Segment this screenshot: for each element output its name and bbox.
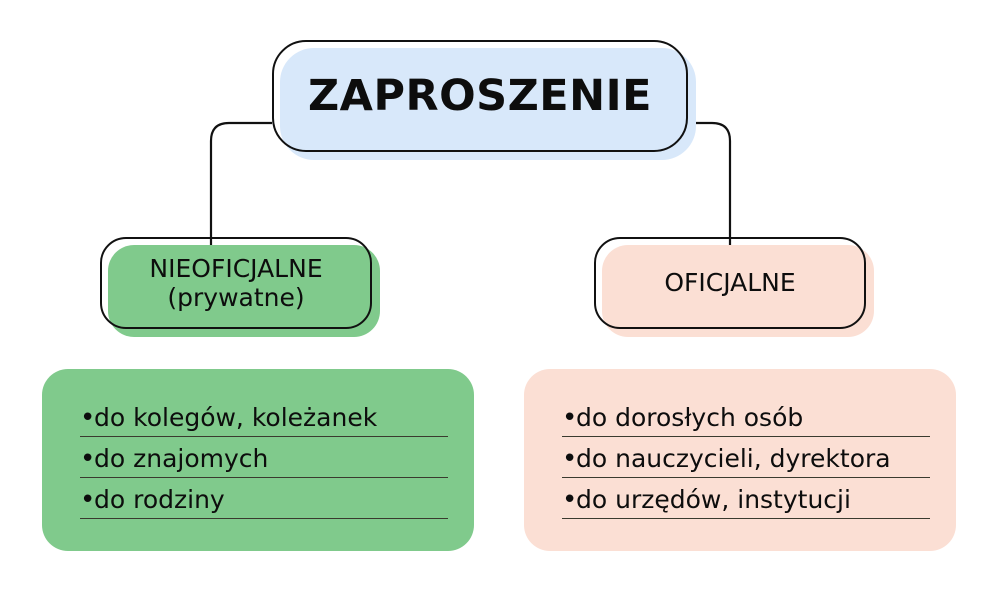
list-item: • do rodziny	[80, 484, 448, 519]
node-nieoficjalne-title: NIEOFICJALNE	[149, 253, 323, 283]
node-oficjalne-label: OFICJALNE	[594, 237, 866, 329]
bullet-icon: •	[80, 443, 96, 474]
node-nieoficjalne-subtitle: (prywatne)	[167, 283, 305, 312]
node-nieoficjalne-label: NIEOFICJALNE (prywatne)	[100, 237, 372, 329]
node-zaproszenie-outline	[272, 40, 688, 152]
list-item-text: do kolegów, koleżanek	[94, 402, 378, 432]
list-panel-nieoficjalne: • do kolegów, koleżanek • do znajomych •…	[42, 369, 474, 551]
node-oficjalne[interactable]: OFICJALNE	[594, 237, 874, 337]
node-nieoficjalne-fill	[108, 245, 380, 337]
list-item: • do kolegów, koleżanek	[80, 402, 448, 437]
list-item-text: do znajomych	[94, 443, 269, 473]
node-zaproszenie-label: ZAPROSZENIE	[272, 40, 688, 152]
node-zaproszenie-title: ZAPROSZENIE	[307, 70, 653, 121]
list-item: • do dorosłych osób	[562, 402, 930, 437]
bullet-icon: •	[562, 484, 578, 515]
list-item: • do znajomych	[80, 443, 448, 478]
list-item-text: do urzędów, instytucji	[576, 484, 851, 514]
bullet-icon: •	[562, 443, 578, 474]
list-item: • do nauczycieli, dyrektora	[562, 443, 930, 478]
list-item-text: do rodziny	[94, 484, 225, 514]
list-panel-oficjalne: • do dorosłych osób • do nauczycieli, dy…	[524, 369, 956, 551]
node-zaproszenie[interactable]: ZAPROSZENIE	[272, 40, 696, 160]
node-oficjalne-fill	[602, 245, 874, 337]
list-item-text: do dorosłych osób	[576, 402, 804, 432]
node-nieoficjalne[interactable]: NIEOFICJALNE (prywatne)	[100, 237, 380, 337]
bullet-icon: •	[80, 484, 96, 515]
node-zaproszenie-fill	[280, 48, 696, 160]
node-oficjalne-title: OFICJALNE	[664, 268, 796, 298]
connector-root-to-formal	[688, 121, 732, 252]
list-item-text: do nauczycieli, dyrektora	[576, 443, 891, 473]
connector-root-to-informal	[209, 121, 272, 252]
bullet-icon: •	[562, 402, 578, 433]
list-item: • do urzędów, instytucji	[562, 484, 930, 519]
bullet-icon: •	[80, 402, 96, 433]
